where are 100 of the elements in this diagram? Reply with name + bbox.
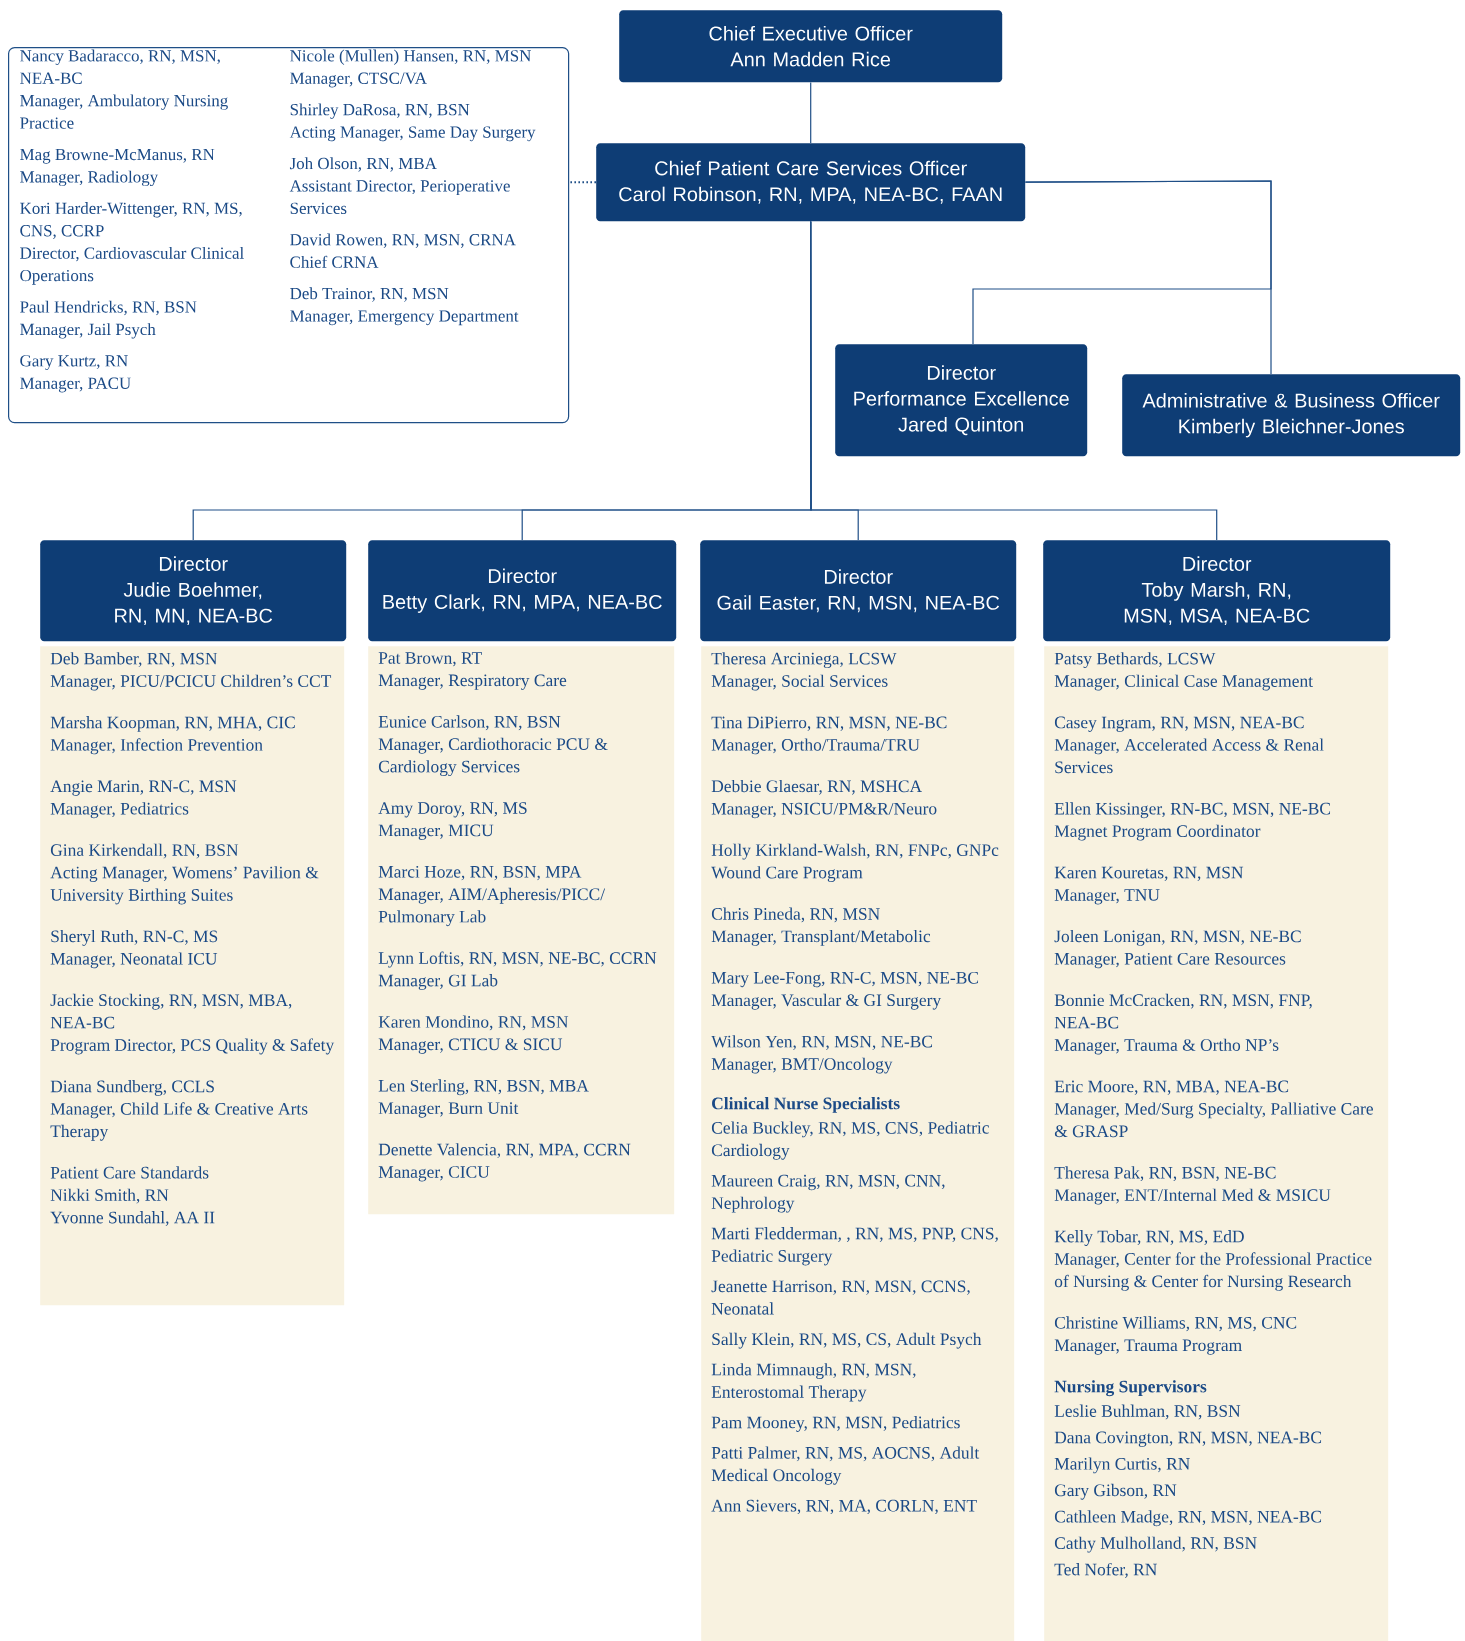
staff-entry: Kori Harder-Wittenger, RN, MS, CNS, CCRP (20, 202, 242, 239)
staff-entry: Manager, Jail Psych (20, 323, 156, 339)
staff-entry: Marsha Koopman, RN, MHA, CIC (50, 716, 295, 732)
staff-entry: Manager, Ortho/Trauma/TRU (711, 738, 920, 755)
staff-entry: Pat Brown, RT (378, 652, 482, 667)
staff-entry: Manager, Vascular & GI Surgery (711, 993, 942, 1010)
staff-entry: Sheryl Ruth, RN-C, MS (51, 929, 218, 946)
staff-entry: Theresa Arciniega, LCSW (711, 652, 897, 669)
connector-line (1024, 180, 1272, 375)
staff-entry: Patti Palmer, RN, MS, AOCNS, Adult Medical Oncology (711, 1446, 980, 1485)
staff-entry: Jackie Stocking, RN, MSN, MBA, NEA-BC (50, 993, 292, 1029)
staff-entry: Yvonne Sundahl, AA II (50, 1211, 215, 1226)
staff-entry: Chief CRNA (290, 255, 379, 268)
staff-entry: Manager, Med/Surg Specialty, Palliative Care & GRASP (1054, 1102, 1373, 1138)
staff-entry: Sally Klein, RN, MS, CS, Adult Psych (712, 1332, 982, 1349)
staff-entry: Manager, Ambulatory Nursing Practice (20, 94, 228, 129)
staff-entry: Deb Bamber, RN, MSN (50, 652, 218, 667)
staff-entry: Joleen Lonigan, RN, MSN, NE-BC (1054, 929, 1301, 946)
staff-entry: Manager, Center for the Professional Practice of Nursing & Center for Nursing Research (1054, 1252, 1372, 1291)
staff-entry: Manager, GI Lab (378, 974, 498, 990)
staff-entry: Mag Browne-McManus, RN (20, 148, 215, 164)
staff-entry: Linda Mimnaugh, RN, MSN, Enterostomal Therapy (711, 1363, 916, 1402)
staff-entry: Manager, Respiratory Care (378, 674, 567, 690)
staff-entry: Karen Kouretas, RN, MSN (1054, 866, 1244, 881)
staff-entry: Eric Moore, RN, MBA, NEA-BC (1054, 1080, 1289, 1095)
position-box: Administrative & Business Officer Kimberly Bleichner-Jones (1122, 374, 1461, 457)
staff-entry: Manager, Patient Care Resources (1054, 952, 1286, 969)
staff-list-panel (368, 646, 675, 1215)
staff-entry: Marti Fledderman, , RN, MS, PNP, CNS, Pediatric Surgery (711, 1227, 998, 1266)
staff-entry: Manager, Clinical Case Management (1054, 674, 1313, 691)
staff-entry: Ted Nofer, RN (1054, 1562, 1157, 1578)
staff-entry: Paul Hendricks, RN, BSN (20, 300, 197, 316)
staff-entry: Nikki Smith, RN (50, 1188, 169, 1204)
staff-entry: Marilyn Curtis, RN (1054, 1457, 1190, 1474)
staff-entry: Mary Lee-Fong, RN-C, MSN, NE-BC (711, 971, 979, 988)
staff-entry: Cathy Mulholland, RN, BSN (1054, 1536, 1257, 1553)
staff-entry: Manager, Child Life & Creative Arts Therapy (50, 1102, 308, 1141)
position-box: Director Judie Boehmer, RN, MN, NEA-BC (40, 540, 347, 642)
staff-entry: Manager, Emergency Department (290, 310, 519, 326)
staff-entry: Manager, CTICU & SICU (378, 1038, 563, 1054)
staff-list-panel (40, 646, 345, 1306)
staff-entry: Dana Covington, RN, MSN, NEA-BC (1054, 1431, 1322, 1447)
staff-entry: Tina DiPierro, RN, MSN, NE-BC (711, 716, 947, 731)
staff-entry: Nicole (Mullen) Hansen, RN, MSN (290, 49, 531, 65)
staff-entry: Wound Care Program (711, 866, 863, 882)
staff-entry: Manager, Transplant/Metabolic (711, 929, 931, 946)
staff-entry: Wilson Yen, RN, MSN, NE-BC (711, 1035, 932, 1050)
staff-entry: Theresa Pak, RN, BSN, NE-BC (1054, 1166, 1276, 1182)
staff-entry: Joh Olson, RN, MBA (289, 157, 437, 172)
staff-entry: Manager, PACU (20, 377, 131, 393)
staff-entry: Casey Ingram, RN, MSN, NEA-BC (1054, 716, 1304, 732)
staff-entry: Jeanette Harrison, RN, MSN, CCNS, Neonatal (711, 1280, 970, 1315)
connector-line (568, 181, 597, 184)
staff-entry: Manager, MICU (378, 824, 494, 840)
section-heading: Nursing Supervisors (1054, 1380, 1207, 1397)
position-box: Director Performance Excellence Jared Quinton (835, 344, 1088, 457)
staff-entry: Nancy Badaracco, RN, MSN, NEA-BC (20, 49, 220, 84)
position-box: Chief Patient Care Services Officer Carol Robinson, RN, MPA, NEA-BC, FAAN (596, 143, 1026, 222)
staff-entry: Manager, Neonatal ICU (50, 952, 218, 969)
staff-entry: Chris Pineda, RN, MSN (711, 907, 880, 923)
staff-entry: Pam Mooney, RN, MSN, Pediatrics (711, 1416, 960, 1432)
staff-entry: Program Director, PCS Quality & Safety (50, 1038, 335, 1055)
connector-line (810, 81, 812, 144)
staff-entry: Manager, Pediatrics (50, 802, 189, 819)
position-box: Chief Executive Officer Ann Madden Rice (619, 10, 1003, 83)
staff-entry: Acting Manager, Same Day Surgery (289, 126, 536, 142)
staff-entry: Manager, TNU (1054, 889, 1160, 905)
staff-entry: Shirley DaRosa, RN, BSN (290, 103, 470, 119)
staff-entry: Diana Sundberg, CCLS (50, 1080, 214, 1096)
staff-entry: Gary Gibson, RN (1054, 1483, 1177, 1500)
staff-list-box (8, 47, 570, 424)
staff-entry: Marci Hoze, RN, BSN, MPA (378, 866, 582, 881)
staff-entry: Denette Valencia, RN, MPA, CCRN (378, 1143, 631, 1158)
staff-entry: Deb Trainor, RN, MSN (290, 287, 449, 302)
staff-entry: Manager, BMT/Oncology (711, 1057, 893, 1074)
position-box: Director Toby Marsh, RN, MSN, MSA, NEA-BC (1043, 540, 1391, 642)
staff-entry: Len Sterling, RN, BSN, MBA (378, 1079, 589, 1096)
staff-entry: Holly Kirkland-Walsh, RN, FNPc, GNPc (711, 843, 999, 860)
staff-entry: Patient Care Standards (50, 1166, 209, 1179)
connector-line (810, 220, 1218, 541)
staff-entry: Manager, Radiology (20, 170, 159, 187)
staff-entry: Gary Kurtz, RN (20, 355, 128, 370)
staff-entry: Manager, NSICU/PM&R/Neuro (711, 802, 937, 819)
staff-entry: Manager, Infection Prevention (50, 738, 263, 755)
staff-entry: Maureen Craig, RN, MSN, CNN, Nephrology (711, 1174, 945, 1213)
staff-entry: Magnet Program Coordinator (1054, 824, 1261, 841)
staff-entry: Assistant Director, Perioperative Services (289, 180, 510, 215)
staff-entry: Manager, Trauma & Ortho NP’s (1054, 1038, 1279, 1055)
staff-entry: Manager, PICU/PCICU Children’s CCT (50, 674, 332, 691)
staff-entry: Manager, ENT/Internal Med & MSICU (1054, 1188, 1331, 1205)
staff-entry: Manager, Cardiothoracic PCU & Cardiology Services (378, 737, 608, 777)
staff-list-panel (1044, 646, 1389, 1641)
position-box: Director Gail Easter, RN, MSN, NEA-BC (700, 540, 1017, 642)
section-heading: Clinical Nurse Specialists (712, 1097, 900, 1113)
staff-entry: Ann Sievers, RN, MA, CORLN, ENT (711, 1499, 977, 1515)
staff-entry: Acting Manager, Womens’ Pavilion & University Birthing Suites (50, 866, 319, 905)
staff-entry: Angie Marin, RN-C, MSN (50, 780, 237, 796)
staff-entry: Bonnie McCracken, RN, MSN, FNP, NEA-BC (1054, 993, 1312, 1029)
staff-entry: Manager, CTSC/VA (290, 72, 427, 88)
staff-entry: Manager, Social Services (711, 674, 888, 691)
